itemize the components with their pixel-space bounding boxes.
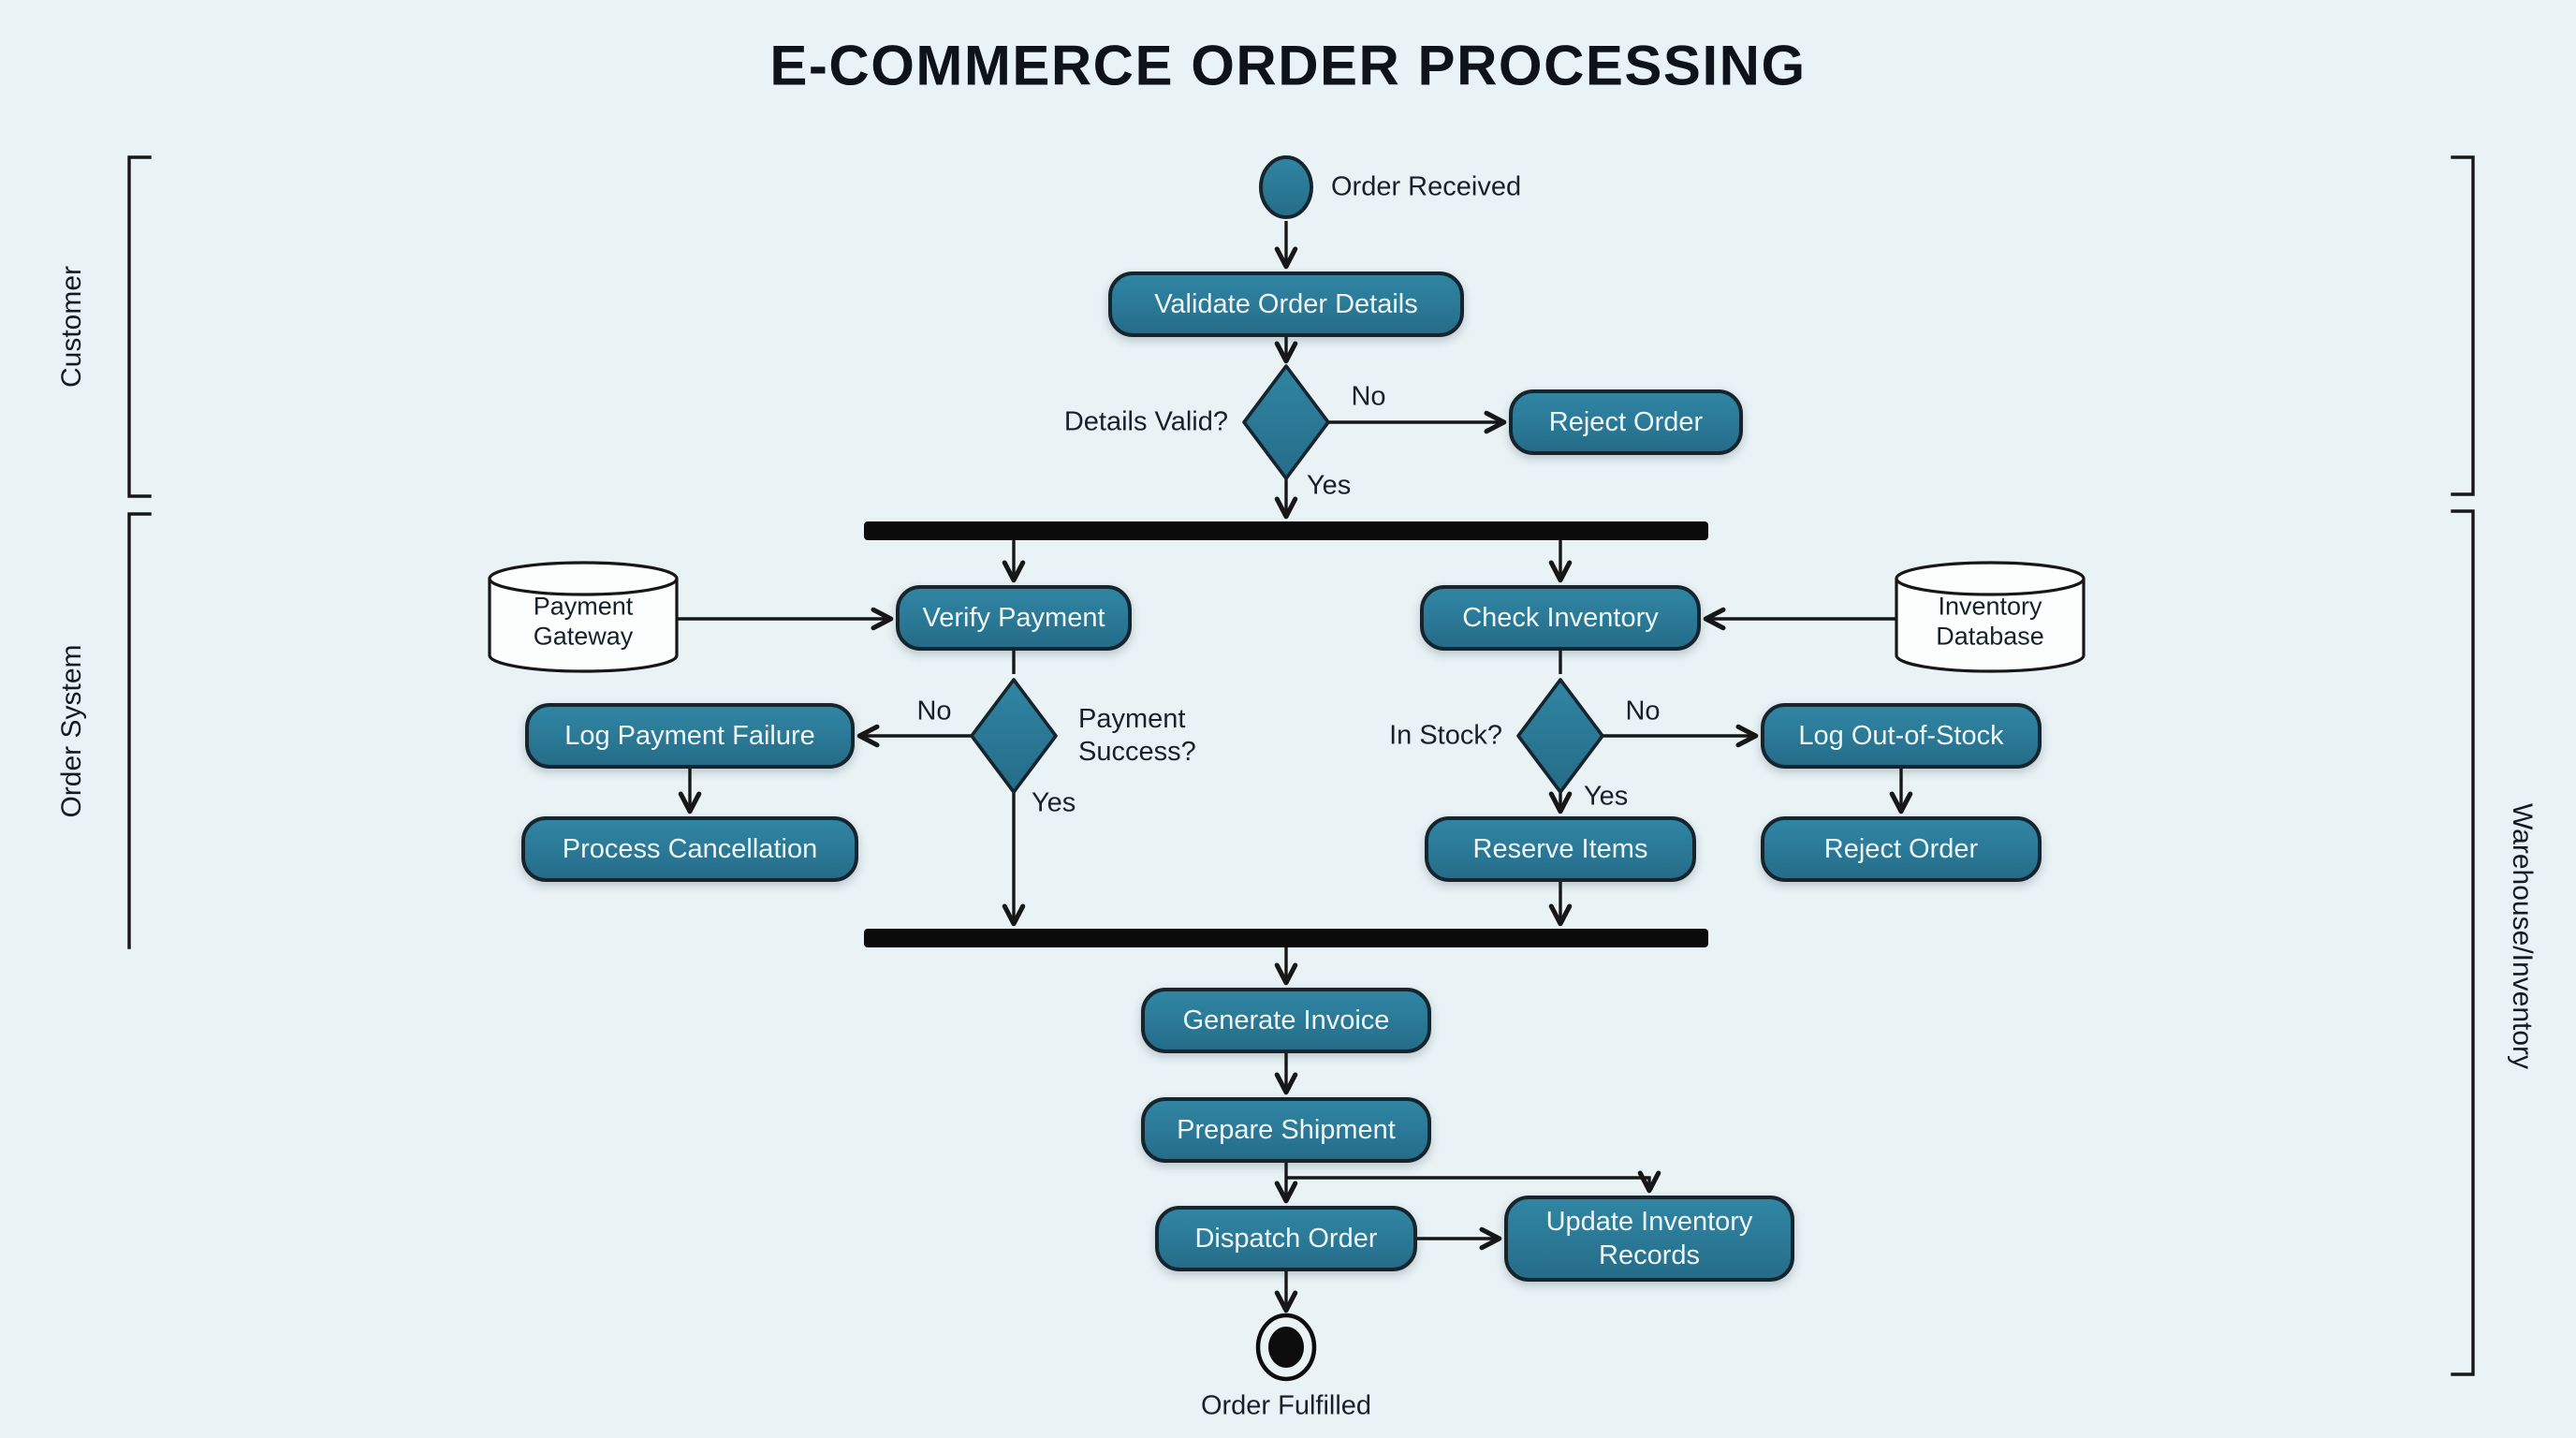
edge-label-no-stock: No <box>1625 696 1661 726</box>
customer-lane-bracket <box>127 155 152 498</box>
node-verify-payment: Verify Payment <box>896 585 1132 651</box>
in-stock-label: In Stock? <box>1389 720 1502 751</box>
fork-bar <box>864 521 1708 540</box>
swimlane-label-customer: Customer <box>56 265 87 389</box>
node-check-inventory: Check Inventory <box>1420 585 1701 651</box>
start-label: Order Received <box>1331 171 1522 202</box>
node-log-out-of-stock: Log Out-of-Stock <box>1761 703 2042 769</box>
edge-label-yes-stock: Yes <box>1584 781 1629 812</box>
inventory-database-cylinder <box>1895 561 2086 673</box>
start-node <box>1259 155 1313 219</box>
warehouse-lane-bracket <box>2451 509 2475 1376</box>
edge-label-yes-details: Yes <box>1307 470 1352 501</box>
end-node <box>1255 1313 1317 1382</box>
page-title: E-COMMERCE ORDER PROCESSING <box>769 34 1807 97</box>
node-log-payment-failure: Log Payment Failure <box>525 703 855 769</box>
details-valid-label: Details Valid? <box>1063 406 1228 437</box>
swimlane-label-warehouse: Warehouse/Inventory <box>2507 802 2538 1070</box>
edge-label-yes-payment: Yes <box>1032 787 1076 818</box>
node-prepare-shipment: Prepare Shipment <box>1141 1097 1431 1163</box>
node-validate-order-details: Validate Order Details <box>1108 271 1464 337</box>
inventory-database-label: Inventory Database <box>1936 592 2044 651</box>
details-valid-decision <box>1242 364 1330 480</box>
join-bar <box>864 929 1708 947</box>
node-dispatch-order: Dispatch Order <box>1155 1206 1417 1271</box>
node-reserve-items: Reserve Items <box>1425 816 1696 882</box>
node-reject-order-bottom: Reject Order <box>1761 816 2042 882</box>
in-stock-decision <box>1516 678 1604 794</box>
payment-success-decision <box>970 678 1058 794</box>
edge-label-no-payment: No <box>916 696 952 726</box>
right-upper-lane-bracket <box>2451 155 2475 496</box>
end-label: Order Fulfilled <box>1200 1390 1372 1421</box>
node-update-inventory-records: Update Inventory Records <box>1504 1196 1794 1282</box>
order-system-lane-bracket <box>127 512 152 949</box>
payment-success-label: Payment Success? <box>1078 704 1196 767</box>
edge-shipment-to-update-inventory <box>1286 1170 1661 1194</box>
payment-gateway-cylinder <box>488 561 679 673</box>
node-process-cancellation: Process Cancellation <box>521 816 858 882</box>
node-generate-invoice: Generate Invoice <box>1141 988 1431 1053</box>
node-reject-order-top: Reject Order <box>1509 389 1743 455</box>
swimlane-label-order-system: Order System <box>56 644 87 818</box>
edge-label-no-details: No <box>1351 381 1386 412</box>
payment-gateway-label: Payment Gateway <box>533 592 634 651</box>
